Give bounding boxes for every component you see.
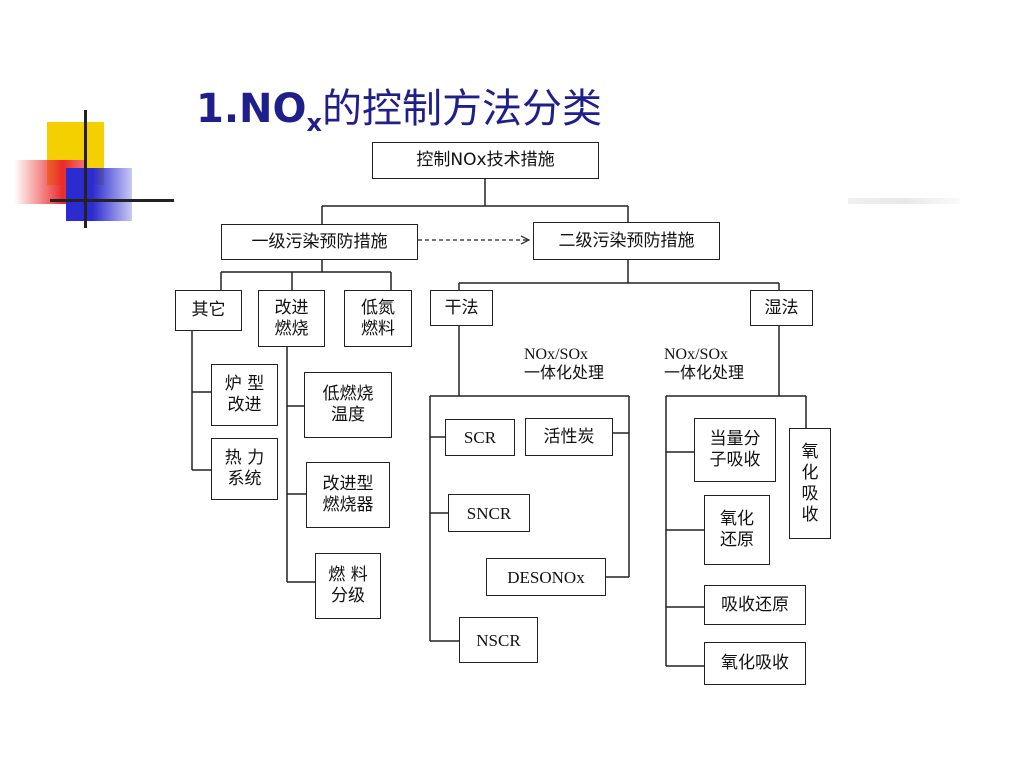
node-oxidation-absorption-vertical: 氧 化 吸 收 bbox=[789, 428, 831, 539]
deco-horizontal-line bbox=[50, 199, 174, 202]
node-improved-burner: 改进型 燃烧器 bbox=[306, 462, 390, 528]
label-combined-dry-line2: 一体化处理 bbox=[524, 363, 605, 382]
node-activated-carbon: 活性炭 bbox=[525, 418, 613, 456]
deco-vertical-line bbox=[84, 110, 87, 228]
node-fuel-staging: 燃 料 分级 bbox=[315, 553, 381, 619]
node-thermal-system: 热 力 系统 bbox=[211, 438, 278, 500]
page-title: 1.NOx的控制方法分类 bbox=[196, 86, 602, 137]
node-furnace-improvement: 炉 型 改进 bbox=[211, 364, 278, 426]
node-root: 控制NOx技术措施 bbox=[372, 142, 599, 179]
deco-fade-bar bbox=[848, 198, 960, 204]
node-nscr: NSCR bbox=[459, 617, 538, 663]
node-low-nitrogen-fuel: 低氮 燃料 bbox=[344, 290, 412, 347]
label-combined-dry-line1: NOx/SOx bbox=[524, 346, 589, 363]
node-improved-combustion: 改进 燃烧 bbox=[258, 290, 325, 347]
node-equivalent-absorption: 当量分 子吸收 bbox=[694, 418, 776, 482]
node-dry-method: 干法 bbox=[430, 290, 493, 326]
node-absorption-reduction: 吸收还原 bbox=[704, 585, 806, 625]
label-combined-dry: NOx/SOx 一体化处理 bbox=[524, 346, 604, 382]
node-desonox: DESONOx bbox=[486, 558, 606, 596]
node-scr: SCR bbox=[445, 419, 515, 456]
node-sncr: SNCR bbox=[448, 494, 530, 532]
node-secondary-prevention: 二级污染预防措施 bbox=[533, 222, 720, 260]
node-primary-prevention: 一级污染预防措施 bbox=[221, 224, 418, 260]
node-wet-method: 湿法 bbox=[750, 290, 813, 326]
node-other: 其它 bbox=[175, 290, 242, 331]
node-oxidation-reduction: 氧化 还原 bbox=[704, 495, 770, 565]
label-combined-wet: NOx/SOx 一体化处理 bbox=[664, 346, 744, 382]
node-oxidation-absorption: 氧化吸收 bbox=[704, 642, 806, 685]
label-combined-wet-line1: NOx/SOx bbox=[664, 346, 729, 363]
node-low-combustion-temp: 低燃烧 温度 bbox=[304, 372, 392, 438]
label-combined-wet-line2: 一体化处理 bbox=[664, 363, 745, 382]
deco-blue-square bbox=[66, 168, 132, 221]
